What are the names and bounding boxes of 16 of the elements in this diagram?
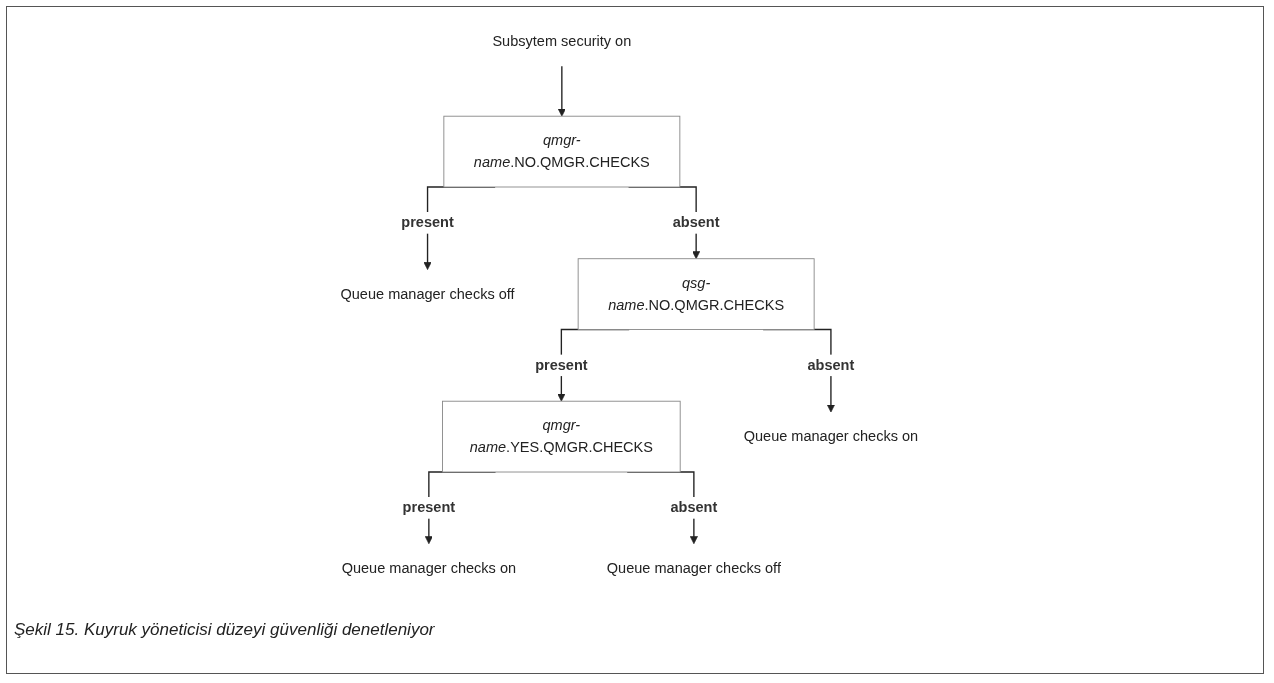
arrow bbox=[557, 65, 566, 117]
node-text: Queue manager checks on bbox=[341, 560, 516, 576]
node-box: qmgr-name.NO.QMGR.CHECKS bbox=[443, 115, 680, 188]
edge-label: absent bbox=[670, 499, 717, 516]
node-text: Queue manager checks on bbox=[743, 428, 918, 444]
node-text: Queue manager checks off bbox=[340, 285, 515, 302]
node-box: qmgr-name.YES.QMGR.CHECKS bbox=[441, 400, 681, 473]
node-text: Subsytem security on bbox=[492, 33, 631, 50]
edge-label: absent bbox=[672, 214, 720, 231]
edge-label: present bbox=[534, 357, 588, 373]
edge-label: absent bbox=[807, 357, 855, 373]
edge-label: present bbox=[402, 499, 455, 516]
node-box: qsg-name.NO.QMGR.CHECKS bbox=[577, 258, 815, 330]
node-text: Queue manager checks off bbox=[606, 560, 781, 576]
figure-caption: Şekil 15. Kuyruk yöneticisi düzeyi güvenliği denetleniyor bbox=[14, 620, 435, 640]
edge-label: present bbox=[401, 214, 454, 231]
